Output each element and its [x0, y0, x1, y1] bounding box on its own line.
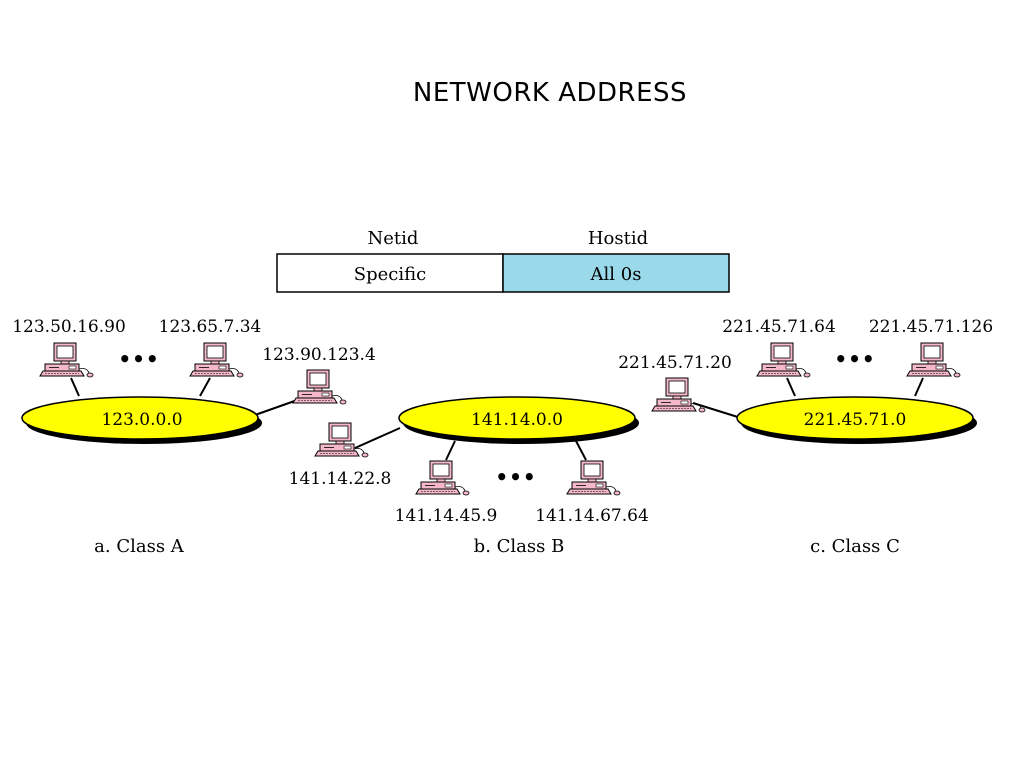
- network-bubble: [21, 396, 259, 440]
- class-caption: b. Class B: [474, 536, 565, 557]
- host-address-label: 141.14.22.8: [289, 469, 392, 489]
- computer-icon: [906, 342, 961, 378]
- hostid-cell: [502, 253, 730, 293]
- netid-cell: [276, 253, 504, 293]
- computer-icon: [292, 369, 347, 405]
- host-address-label: 221.45.71.20: [618, 353, 732, 373]
- computer-icon: [39, 342, 94, 378]
- computer-icon: [756, 342, 811, 378]
- host-address-label: 123.65.7.34: [159, 317, 262, 337]
- link-line: [692, 402, 742, 419]
- network-bubble: [398, 396, 636, 440]
- host-address-label: 221.45.71.126: [869, 317, 993, 337]
- host-address-label: 141.14.45.9: [395, 506, 498, 526]
- class-caption: a. Class A: [94, 536, 185, 557]
- ellipsis-dots: •••: [834, 347, 875, 371]
- network-address-label: 141.14.0.0: [471, 410, 563, 430]
- network-address-label: 123.0.0.0: [101, 410, 182, 430]
- host-address-label: 123.50.16.90: [12, 317, 126, 337]
- address-format: Netid Hostid Specific All 0s: [276, 228, 730, 293]
- link-line: [199, 377, 211, 397]
- class-a-network: 123.0.0.0 123.50.16.90 123.65.7.34 123.9…: [12, 317, 376, 557]
- computer-icon: [314, 422, 369, 458]
- link-line: [786, 377, 796, 397]
- class-caption: c. Class C: [810, 536, 900, 557]
- link-line: [575, 440, 587, 461]
- link-line: [445, 440, 456, 461]
- link-line: [914, 377, 924, 397]
- hostid-header: Hostid: [588, 228, 648, 249]
- hostid-value: All 0s: [590, 264, 642, 285]
- computer-icon: [189, 342, 244, 378]
- network-bubble: [736, 396, 974, 440]
- page-title: NETWORK ADDRESS: [412, 78, 688, 108]
- class-c-network: 221.45.71.0 221.45.71.20 221.45.71.64 22…: [618, 317, 993, 557]
- class-b-network: 141.14.0.0 141.14.22.8 141.14.45.9 141.1…: [289, 396, 649, 557]
- ellipsis-dots: •••: [495, 465, 536, 489]
- netid-value: Specific: [354, 264, 426, 285]
- ellipsis-dots: •••: [118, 347, 159, 371]
- netid-header: Netid: [368, 228, 419, 249]
- network-address-label: 221.45.71.0: [804, 410, 907, 430]
- computer-icon: [566, 460, 621, 496]
- host-address-label: 123.90.123.4: [262, 345, 376, 365]
- host-address-label: 221.45.71.64: [722, 317, 836, 337]
- computer-icon: [651, 377, 706, 413]
- host-address-label: 141.14.67.64: [535, 506, 649, 526]
- link-line: [354, 427, 401, 449]
- computer-icon: [415, 460, 470, 496]
- link-line: [70, 377, 80, 397]
